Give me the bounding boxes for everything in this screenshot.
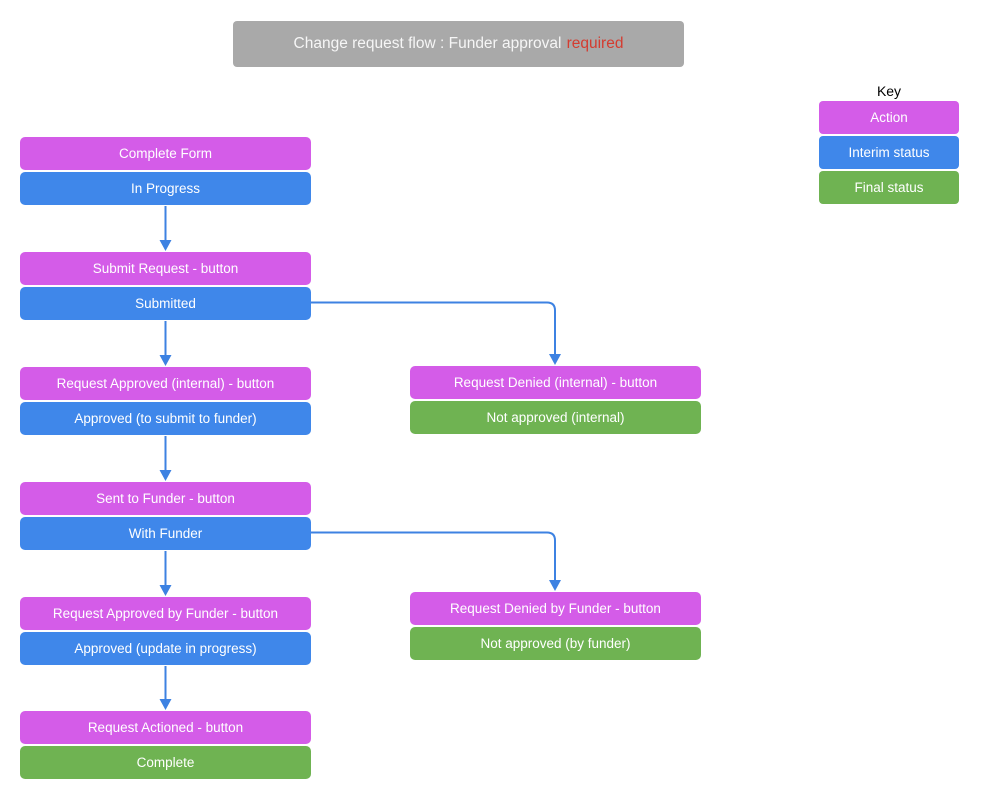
title-text: Change request flow : Funder approval xyxy=(293,35,562,52)
flow-arrow-4 xyxy=(159,551,172,596)
key-item-action: Action xyxy=(819,101,959,134)
flow-arrow-5 xyxy=(159,666,172,710)
status-complete: Complete xyxy=(20,746,311,779)
branch-connector-internal-denied xyxy=(311,301,561,365)
status-not-approved-internal: Not approved (internal) xyxy=(410,401,701,434)
action-request-approved-by-funder: Request Approved by Funder - button xyxy=(20,597,311,630)
action-sent-to-funder: Sent to Funder - button xyxy=(20,482,311,515)
status-with-funder: With Funder xyxy=(20,517,311,550)
status-in-progress: In Progress xyxy=(20,172,311,205)
title-highlight: required xyxy=(566,35,624,52)
flow-arrow-1 xyxy=(159,206,172,251)
key-item-final-status: Final status xyxy=(819,171,959,204)
action-request-denied-internal: Request Denied (internal) - button xyxy=(410,366,701,399)
action-request-actioned: Request Actioned - button xyxy=(20,711,311,744)
action-submit-request: Submit Request - button xyxy=(20,252,311,285)
status-approved-update-in-progress: Approved (update in progress) xyxy=(20,632,311,665)
key-item-interim-status: Interim status xyxy=(819,136,959,169)
status-approved-to-submit-to-funder: Approved (to submit to funder) xyxy=(20,402,311,435)
status-submitted: Submitted xyxy=(20,287,311,320)
flow-arrow-3 xyxy=(159,436,172,481)
status-not-approved-by-funder: Not approved (by funder) xyxy=(410,627,701,660)
key-heading: Key xyxy=(876,83,902,99)
action-complete-form: Complete Form xyxy=(20,137,311,170)
flow-arrow-2 xyxy=(159,321,172,366)
action-request-denied-by-funder: Request Denied by Funder - button xyxy=(410,592,701,625)
branch-connector-funder-denied xyxy=(311,531,561,591)
action-request-approved-internal: Request Approved (internal) - button xyxy=(20,367,311,400)
